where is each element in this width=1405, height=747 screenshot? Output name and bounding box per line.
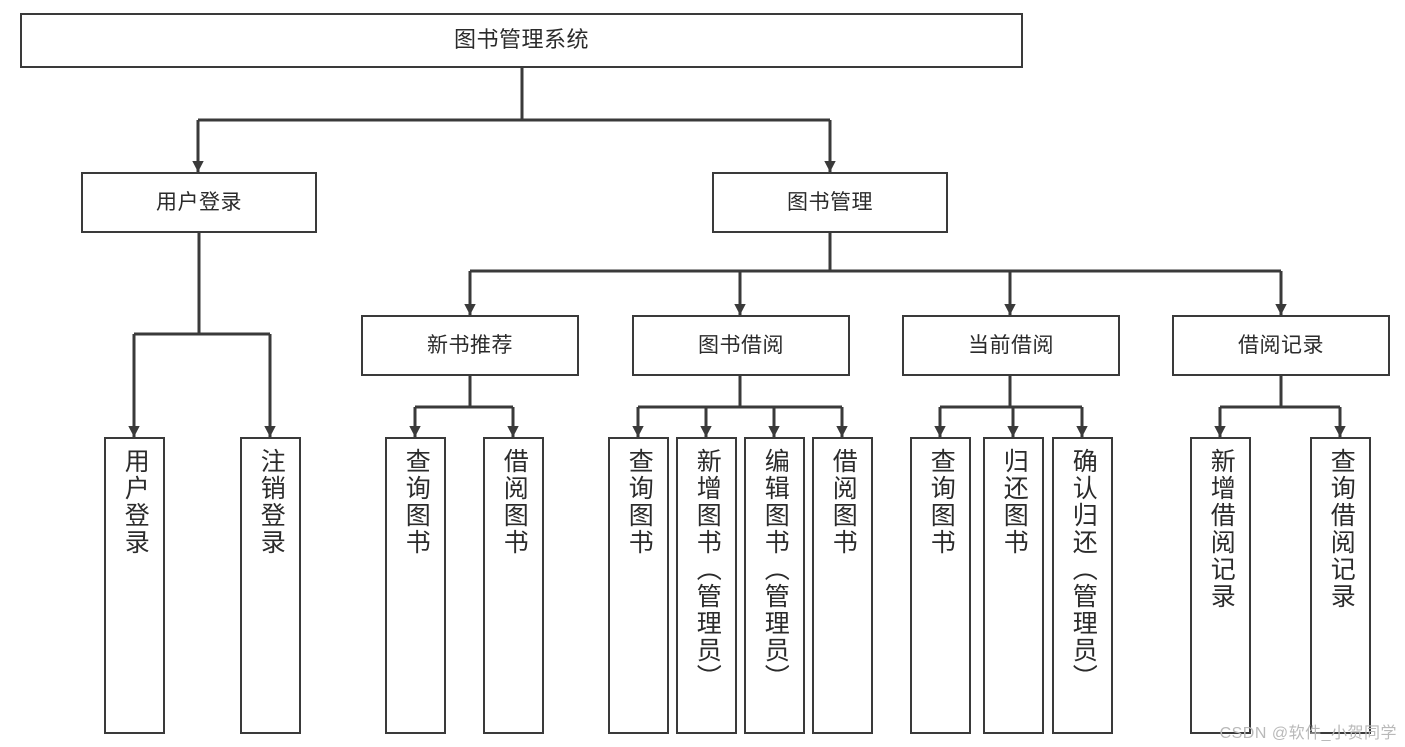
node-label: 借阅记录 <box>1238 333 1324 357</box>
leaf-query-record[interactable]: 查询借阅记录 <box>1310 437 1371 734</box>
node-label: 新增图书（管理员） <box>693 448 722 691</box>
node-label: 查询图书 <box>625 448 654 556</box>
node-label: 用户登录 <box>121 448 150 556</box>
node-label: 借阅图书 <box>829 448 858 556</box>
node-label: 新书推荐 <box>427 333 513 357</box>
leaf-query-book-1[interactable]: 查询图书 <box>385 437 446 734</box>
node-label: 查询图书 <box>402 448 431 556</box>
leaf-return-book[interactable]: 归还图书 <box>983 437 1044 734</box>
node-book-borrow[interactable]: 图书借阅 <box>632 315 850 376</box>
leaf-query-book-3[interactable]: 查询图书 <box>910 437 971 734</box>
node-label: 查询图书 <box>927 448 956 556</box>
node-book-management[interactable]: 图书管理 <box>712 172 948 233</box>
node-current-borrow[interactable]: 当前借阅 <box>902 315 1120 376</box>
leaf-add-record[interactable]: 新增借阅记录 <box>1190 437 1251 734</box>
node-label: 当前借阅 <box>968 333 1054 357</box>
leaf-user-logout[interactable]: 注销登录 <box>240 437 301 734</box>
watermark: CSDN @软件_小贺同学 <box>1219 725 1397 742</box>
leaf-borrow-book-2[interactable]: 借阅图书 <box>812 437 873 734</box>
leaf-user-login[interactable]: 用户登录 <box>104 437 165 734</box>
node-label: 图书管理系统 <box>453 27 589 53</box>
node-label: 编辑图书（管理员） <box>761 448 790 691</box>
node-label: 图书借阅 <box>698 333 784 357</box>
node-user-login[interactable]: 用户登录 <box>81 172 317 233</box>
leaf-query-book-2[interactable]: 查询图书 <box>608 437 669 734</box>
node-root[interactable]: 图书管理系统 <box>20 13 1023 68</box>
node-label: 确认归还（管理员） <box>1069 448 1098 691</box>
node-label: 用户登录 <box>156 190 242 214</box>
leaf-confirm-return[interactable]: 确认归还（管理员） <box>1052 437 1113 734</box>
node-label: 注销登录 <box>257 448 286 556</box>
leaf-edit-book[interactable]: 编辑图书（管理员） <box>744 437 805 734</box>
node-borrow-record[interactable]: 借阅记录 <box>1172 315 1390 376</box>
node-label: 查询借阅记录 <box>1327 448 1356 610</box>
leaf-add-book[interactable]: 新增图书（管理员） <box>676 437 737 734</box>
leaf-borrow-book-1[interactable]: 借阅图书 <box>483 437 544 734</box>
node-new-book-recommend[interactable]: 新书推荐 <box>361 315 579 376</box>
node-label: 新增借阅记录 <box>1207 448 1236 610</box>
node-label: 归还图书 <box>1000 448 1029 556</box>
node-label: 借阅图书 <box>500 448 529 556</box>
node-label: 图书管理 <box>787 190 873 214</box>
